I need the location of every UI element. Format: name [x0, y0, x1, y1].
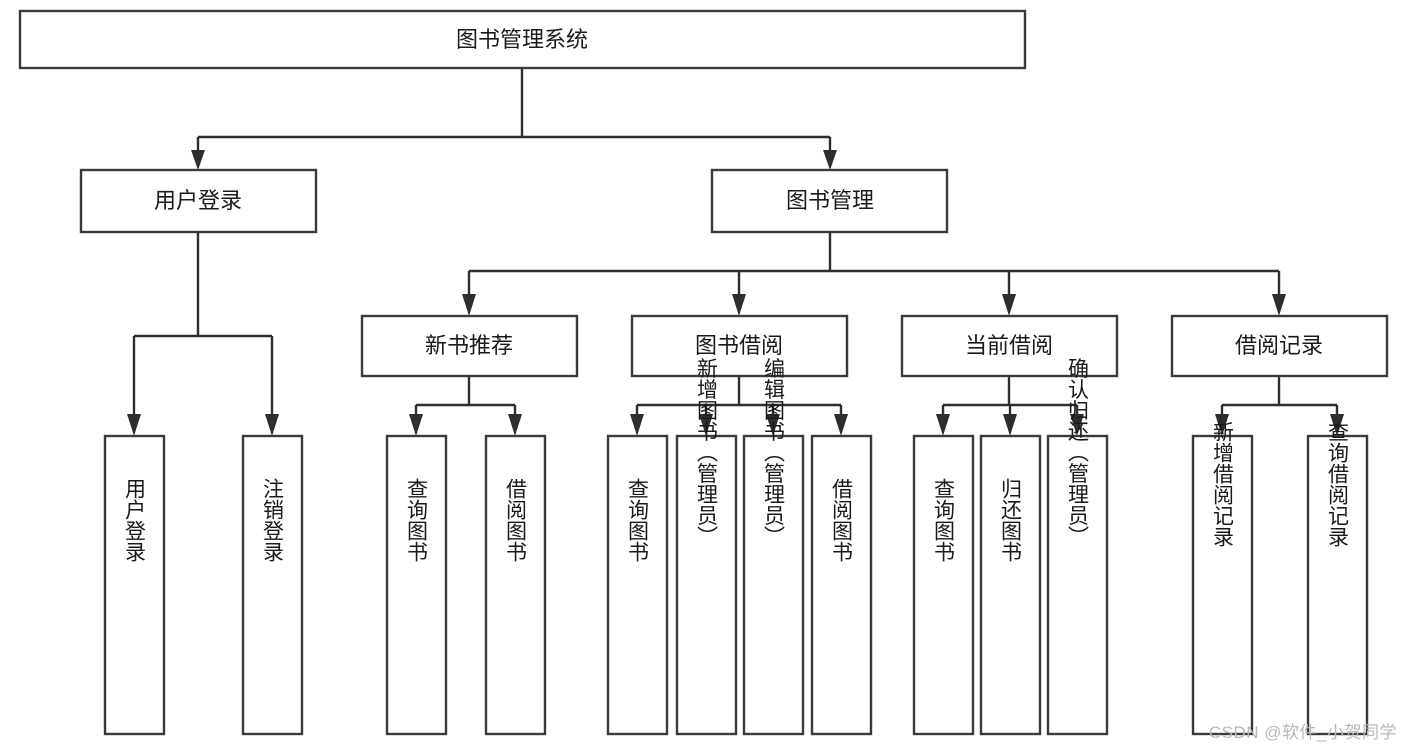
leaf-add-record-label: 新增借阅记录 — [1211, 421, 1235, 547]
leaf-user-login-box[interactable] — [103, 434, 166, 736]
node-new-book-rec-label: 新书推荐 — [425, 333, 513, 358]
arrow-root-to-user-login-icon — [191, 150, 205, 170]
edge-group-new-book-rec-to-leaves — [409, 376, 522, 436]
leaf-user-logout[interactable]: 注销登录 — [241, 434, 304, 736]
leaf-borrow-book-1-label: 借阅图书 — [504, 478, 528, 562]
leaf-query-record[interactable]: 查询借阅记录 — [1306, 421, 1369, 736]
node-new-book-rec-box[interactable] — [360, 314, 579, 378]
leaf-confirm-return-label: 确认归还（管理员） — [1066, 358, 1090, 547]
leaf-borrow-book-2-label: 借阅图书 — [830, 478, 854, 562]
node-user-login-label: 用户登录 — [154, 188, 242, 213]
edge-group-user-login-to-leaves — [127, 232, 279, 436]
leaf-query-book-2-box[interactable] — [606, 434, 669, 736]
arrow-to-current-borrow-icon — [1002, 294, 1016, 316]
node-book-borrow-label: 图书借阅 — [695, 333, 783, 358]
node-book-borrow-box[interactable] — [630, 314, 849, 378]
leaf-query-record-label: 查询借阅记录 — [1326, 421, 1350, 547]
leaf-confirm-return-box[interactable] — [1046, 434, 1109, 736]
leaf-add-book-label: 新增图书（管理员） — [695, 358, 719, 547]
leaf-query-book-3-box[interactable] — [912, 434, 975, 736]
leaf-edit-book-label: 编辑图书（管理员） — [762, 358, 786, 547]
arrow-borrow-record-leaf-1-icon — [1215, 414, 1229, 436]
node-book-manage[interactable]: 图书管理 — [710, 168, 949, 234]
leaf-borrow-book-1[interactable]: 借阅图书 — [484, 434, 547, 736]
node-user-login[interactable]: 用户登录 — [79, 168, 318, 234]
node-current-borrow-box[interactable] — [900, 314, 1119, 378]
leaf-user-login[interactable]: 用户登录 — [103, 434, 166, 736]
node-root[interactable]: 图书管理系统 — [18, 9, 1027, 70]
edge-group-borrow-record-to-leaves — [1215, 376, 1344, 436]
node-new-book-rec[interactable]: 新书推荐 — [360, 314, 579, 378]
node-borrow-record-label: 借阅记录 — [1235, 333, 1323, 358]
arrow-current-borrow-leaf-1-icon — [936, 414, 950, 436]
leaf-edit-book[interactable]: 编辑图书（管理员） — [742, 358, 805, 736]
arrow-borrow-record-leaf-2-icon — [1330, 414, 1344, 436]
leaf-query-book-2-label: 查询图书 — [626, 478, 650, 562]
node-book-borrow[interactable]: 图书借阅 — [630, 314, 849, 378]
arrow-to-borrow-record-icon — [1272, 294, 1286, 316]
node-book-manage-box[interactable] — [710, 168, 949, 234]
leaf-add-record-box[interactable] — [1191, 434, 1254, 736]
arrow-user-login-leaf-2-icon — [265, 414, 279, 436]
leaf-query-book-3[interactable]: 查询图书 — [912, 434, 975, 736]
node-current-borrow[interactable]: 当前借阅 — [900, 314, 1119, 378]
node-user-login-box[interactable] — [79, 168, 318, 234]
leaf-query-book-1-label: 查询图书 — [405, 478, 429, 562]
leaf-return-book-box[interactable] — [979, 434, 1042, 736]
leaf-add-book-box[interactable] — [675, 434, 738, 736]
arrow-current-borrow-leaf-2-icon — [1003, 414, 1017, 436]
node-root-label: 图书管理系统 — [456, 27, 588, 52]
edge-group-current-borrow-to-leaves — [936, 376, 1084, 436]
arrow-to-new-book-rec-icon — [462, 294, 476, 316]
leaf-return-book[interactable]: 归还图书 — [979, 434, 1042, 736]
arrow-new-book-rec-leaf-1-icon — [409, 414, 423, 436]
leaf-borrow-book-1-box[interactable] — [484, 434, 547, 736]
edge-group-book-borrow-to-leaves — [630, 376, 848, 436]
leaf-query-book-1[interactable]: 查询图书 — [385, 434, 448, 736]
leaf-return-book-label: 归还图书 — [999, 478, 1023, 562]
csdn-watermark: CSDN @软件_小贺同学 — [1208, 723, 1397, 742]
leaf-query-book-2[interactable]: 查询图书 — [606, 434, 669, 736]
arrow-book-borrow-leaf-1-icon — [630, 414, 644, 436]
leaf-add-record[interactable]: 新增借阅记录 — [1191, 421, 1254, 736]
leaf-borrow-book-2-box[interactable] — [810, 434, 873, 736]
edge-group-root-to-level2 — [191, 68, 837, 170]
arrow-root-to-book-manage-icon — [823, 150, 837, 170]
leaf-query-book-3-label: 查询图书 — [932, 478, 956, 562]
leaf-confirm-return[interactable]: 确认归还（管理员） — [1046, 358, 1109, 736]
arrow-user-login-leaf-1-icon — [127, 414, 141, 436]
arrow-current-borrow-leaf-3-icon — [1070, 414, 1084, 436]
leaf-add-book[interactable]: 新增图书（管理员） — [675, 358, 738, 736]
leaf-user-login-label: 用户登录 — [123, 478, 147, 562]
edge-group-book-manage-to-level3 — [462, 232, 1286, 316]
arrow-book-borrow-leaf-3-icon — [766, 414, 780, 436]
node-current-borrow-label: 当前借阅 — [965, 333, 1053, 358]
arrow-new-book-rec-leaf-2-icon — [508, 414, 522, 436]
arrow-book-borrow-leaf-2-icon — [699, 414, 713, 436]
node-root-box[interactable] — [18, 9, 1027, 70]
leaf-query-record-box[interactable] — [1306, 434, 1369, 736]
node-book-manage-label: 图书管理 — [786, 188, 874, 213]
leaf-user-logout-box[interactable] — [241, 434, 304, 736]
leaf-user-logout-label: 注销登录 — [261, 478, 285, 562]
arrow-book-borrow-leaf-4-icon — [834, 414, 848, 436]
leaf-edit-book-box[interactable] — [742, 434, 805, 736]
node-borrow-record[interactable]: 借阅记录 — [1170, 314, 1389, 378]
node-borrow-record-box[interactable] — [1170, 314, 1389, 378]
arrow-to-book-borrow-icon — [732, 294, 746, 316]
leaf-query-book-1-box[interactable] — [385, 434, 448, 736]
leaf-borrow-book-2[interactable]: 借阅图书 — [810, 434, 873, 736]
